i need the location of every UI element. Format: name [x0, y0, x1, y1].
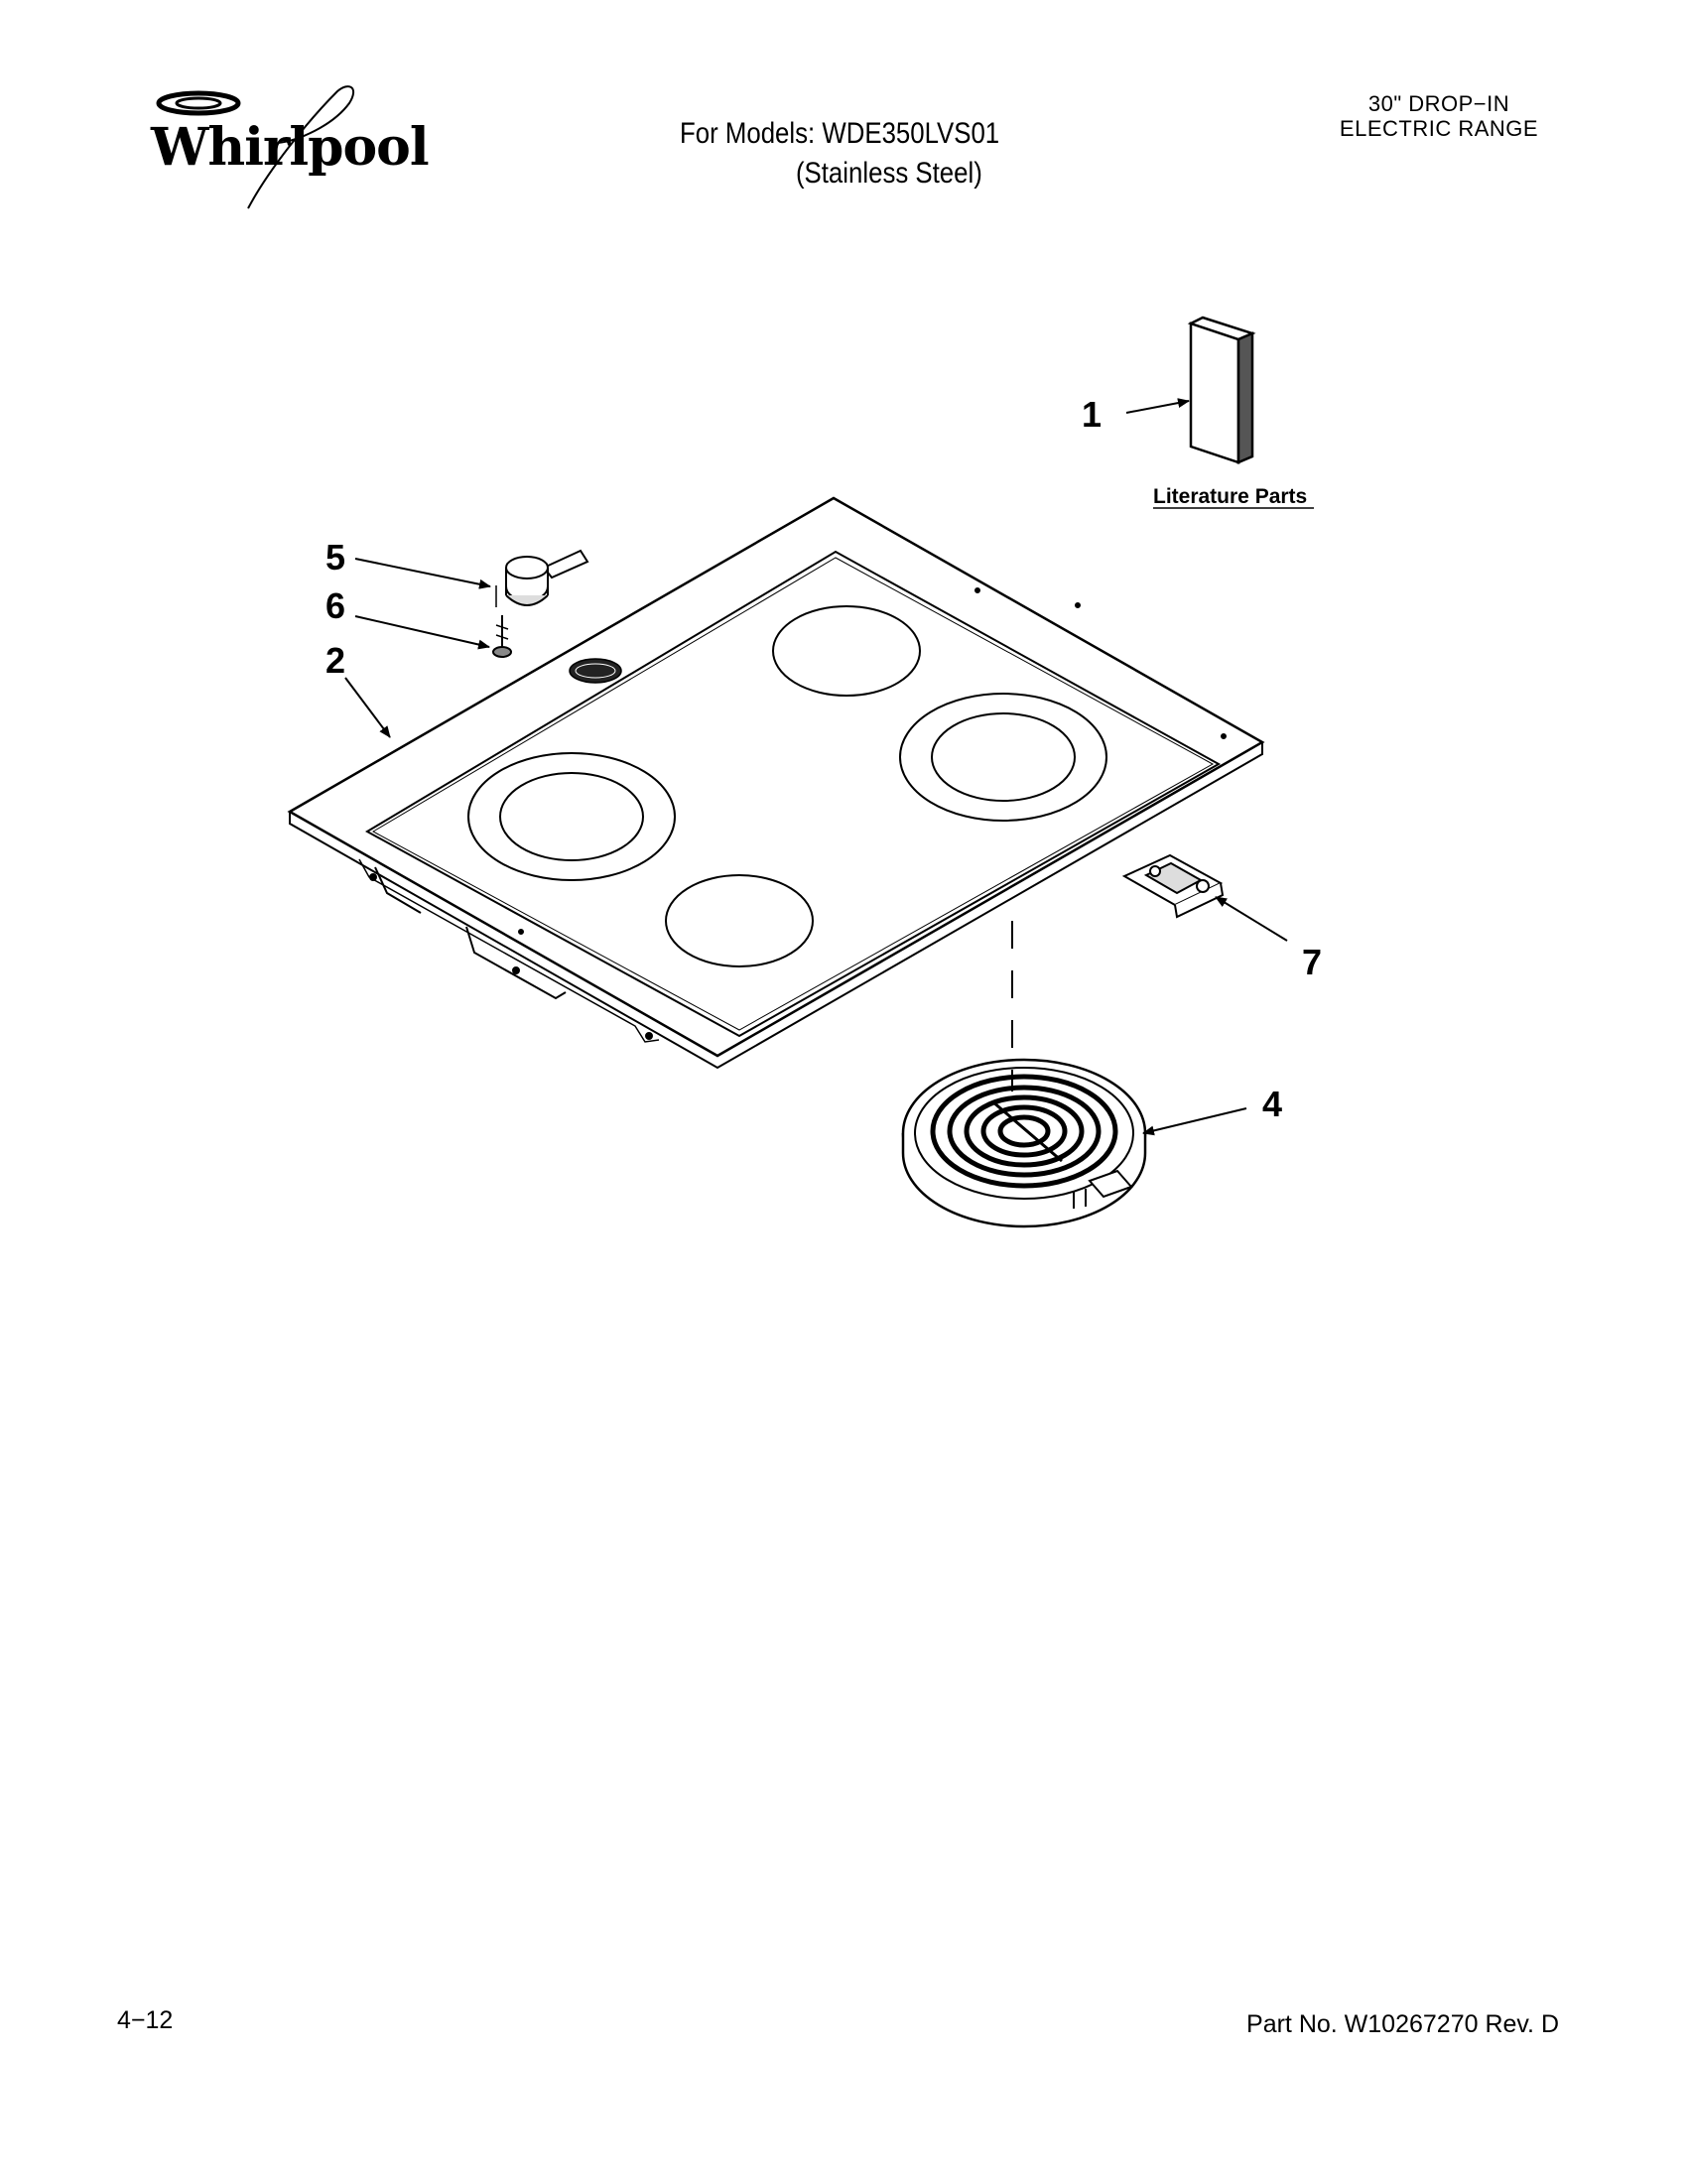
callout-6: 6 — [325, 585, 345, 626]
page-number: 4−12 — [117, 2006, 174, 2034]
arrow-part-2 — [344, 677, 391, 738]
arrow-part-6 — [354, 615, 490, 650]
radiant-element — [901, 1058, 1147, 1228]
brand-name: Whirlpool — [151, 117, 430, 178]
callout-1: 1 — [1082, 394, 1102, 435]
callout-5: 5 — [325, 537, 345, 578]
finish-line: (Stainless Steel) — [795, 157, 982, 190]
rear-right-burner-inner — [931, 712, 1076, 802]
range-type: 30" DROP−IN ELECTRIC RANGE — [1320, 91, 1558, 141]
limiter-switch — [495, 549, 589, 607]
arrow-part-4 — [1142, 1107, 1247, 1136]
callout-7: 7 — [1302, 942, 1322, 982]
range-size: 30" DROP−IN — [1367, 91, 1510, 116]
front-right-burner — [665, 874, 814, 967]
arrow-part-7 — [1215, 896, 1288, 942]
models-title: For Models: WDE350LVS01 (Stainless Steel… — [680, 117, 1000, 190]
burner-markings — [467, 605, 1107, 967]
frame-badge — [569, 658, 622, 684]
cooktop-frame — [287, 496, 1265, 1070]
mounting-bracket — [1121, 853, 1225, 919]
part-number: Part No. W10267270 Rev. D — [1246, 2010, 1559, 2038]
callout-4: 4 — [1262, 1084, 1282, 1124]
rear-left-burner — [772, 605, 921, 697]
literature-parts-label: Literature Parts — [1153, 485, 1307, 508]
rear-right-burner-outer — [899, 693, 1107, 822]
arrow-part-5 — [354, 558, 491, 589]
arrow-part-1 — [1125, 398, 1190, 414]
logo-swoosh-icon — [156, 85, 355, 209]
range-kind: ELECTRIC RANGE — [1339, 116, 1539, 141]
leader-arrows — [344, 398, 1288, 1136]
models-line: For Models: WDE350LVS01 — [680, 117, 1000, 150]
callout-2: 2 — [325, 640, 345, 681]
literature-booklet — [1187, 316, 1256, 464]
whirlpool-logo: Whirlpool — [129, 81, 430, 210]
front-left-burner-inner — [499, 772, 644, 861]
front-left-burner-outer — [467, 752, 676, 881]
mounting-screw — [492, 615, 512, 658]
